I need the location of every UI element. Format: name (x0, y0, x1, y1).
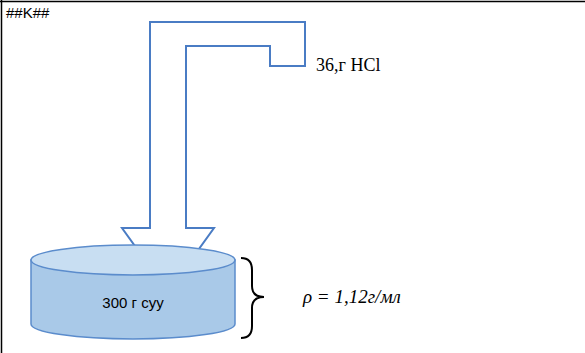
water-cylinder: 300 г суу (30, 244, 236, 340)
bracket (241, 258, 264, 338)
cylinder-text: 300 г суу (30, 294, 236, 311)
solute-label: 36,г HCl (316, 55, 380, 76)
frame-line (0, 1, 585, 3)
task-marker: ##K## (6, 4, 49, 21)
density-label: ρ = 1,12г/мл (303, 286, 401, 308)
frame-line (1, 0, 3, 353)
cylinder-shape (30, 244, 236, 340)
